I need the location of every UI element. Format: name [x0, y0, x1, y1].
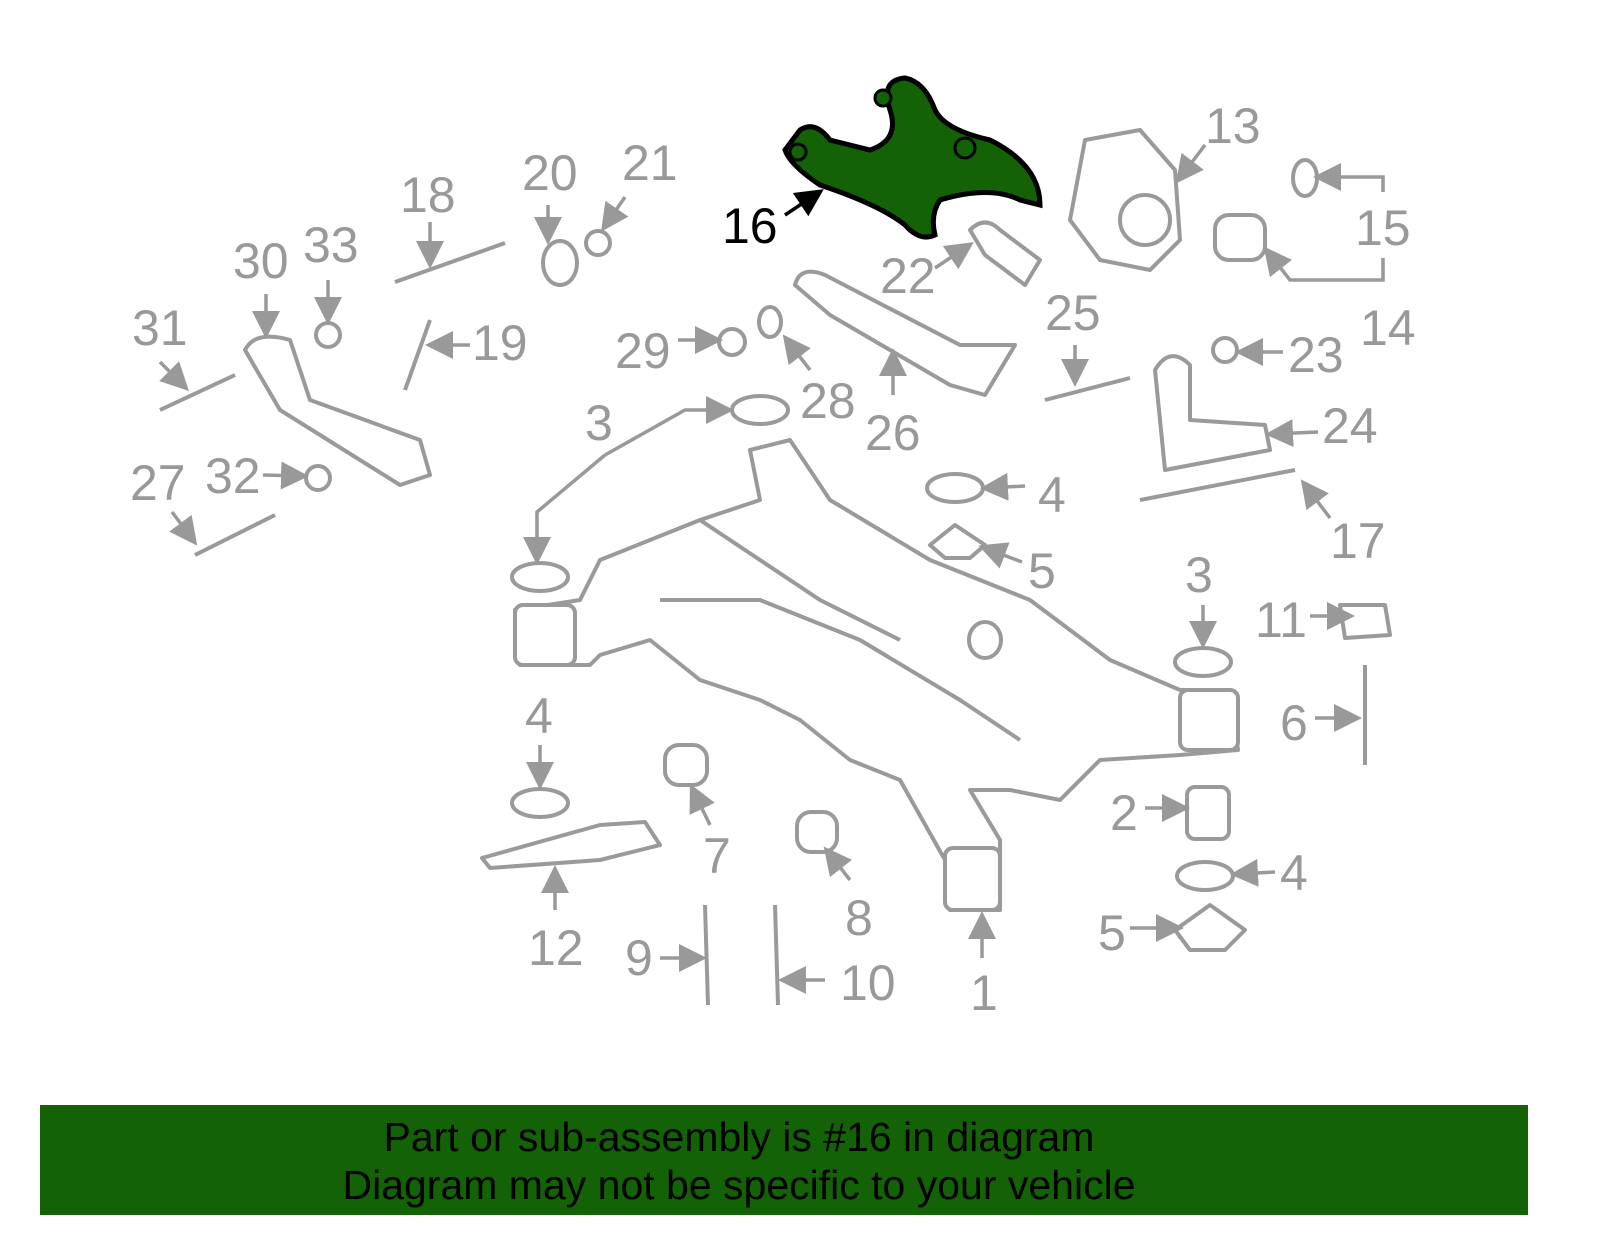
part-12-plate	[480, 820, 662, 870]
banner-line-2: Diagram may not be specific to your vehi…	[342, 1162, 1136, 1208]
part-5-mount-top	[928, 523, 987, 560]
part-30-arm	[243, 334, 432, 487]
callout-8[interactable]: 8	[845, 890, 873, 946]
part-13-hub	[1118, 193, 1172, 247]
callout-4-top[interactable]: 4	[1038, 467, 1066, 523]
callout-18[interactable]: 18	[400, 167, 456, 223]
part-26-link	[793, 269, 1017, 397]
callout-19[interactable]: 19	[472, 315, 528, 371]
part-25-bolt	[1044, 376, 1131, 402]
part-16-lower-control-arm[interactable]	[782, 75, 1043, 240]
part-23-nut	[1211, 336, 1239, 364]
callout-4-right[interactable]: 4	[1280, 845, 1308, 901]
part-20-washer	[541, 239, 579, 287]
part-3-ring-left	[510, 561, 570, 593]
part-5-mount-bottom	[1173, 903, 1247, 952]
part-19-bolt	[403, 319, 432, 391]
callout-28[interactable]: 28	[800, 373, 856, 429]
part-24-link	[1153, 354, 1272, 472]
callout-23[interactable]: 23	[1288, 327, 1344, 383]
part-27-bolt	[194, 513, 276, 557]
part-8-bushing	[795, 810, 839, 854]
part-9-bolt	[703, 904, 710, 1006]
callout-13[interactable]: 13	[1205, 98, 1261, 154]
callout-33[interactable]: 33	[303, 217, 359, 273]
callout-27[interactable]: 27	[130, 455, 186, 511]
callout-15[interactable]: 15	[1355, 200, 1411, 256]
part-4-ring-left	[510, 787, 570, 819]
part-3-ring-right	[1173, 646, 1233, 678]
part-32-nut	[304, 464, 332, 492]
callout-3-right[interactable]: 3	[1185, 547, 1213, 603]
leader-lines	[158, 143, 1385, 994]
part-22-link	[968, 220, 1042, 287]
part-1-subframe[interactable]	[513, 438, 1240, 912]
callout-16[interactable]: 16	[722, 198, 778, 254]
callout-24[interactable]: 24	[1322, 398, 1378, 454]
callout-2[interactable]: 2	[1110, 785, 1138, 841]
callout-25[interactable]: 25	[1045, 285, 1101, 341]
part-4-ring-right	[1175, 860, 1235, 892]
callout-26[interactable]: 26	[865, 405, 921, 461]
part-21-nut	[584, 229, 612, 257]
part-29-washer	[717, 327, 747, 357]
callout-5-bottom[interactable]: 5	[1098, 905, 1126, 961]
callout-4-left[interactable]: 4	[525, 688, 553, 744]
callout-11[interactable]: 11	[1255, 592, 1307, 648]
part-3-ring-top	[730, 394, 790, 426]
banner-line-1: Part or sub-assembly is #16 in diagram	[383, 1114, 1095, 1160]
callout-5-top[interactable]: 5	[1028, 543, 1056, 599]
callout-9[interactable]: 9	[625, 930, 653, 986]
part-28-ring	[757, 305, 783, 339]
callout-22[interactable]: 22	[880, 248, 936, 304]
part-14-bushing	[1213, 213, 1267, 262]
part-33-nut	[314, 321, 342, 349]
part-13-knuckle	[1068, 128, 1182, 272]
callout-12[interactable]: 12	[528, 920, 584, 976]
part-31-bolt	[159, 373, 236, 412]
callout-32[interactable]: 32	[205, 448, 261, 504]
callout-6[interactable]: 6	[1280, 695, 1308, 751]
callout-10[interactable]: 10	[840, 955, 896, 1011]
part-7-bushing	[663, 743, 709, 787]
parts-diagram: 16 13 15 14 18 20 21 30 33 31 19 29 28 2…	[130, 75, 1416, 1021]
callout-21[interactable]: 21	[622, 135, 678, 191]
callout-3-top[interactable]: 3	[585, 395, 613, 451]
part-4-ring-top	[925, 472, 985, 504]
callout-7[interactable]: 7	[703, 828, 731, 884]
part-11-nut	[1338, 603, 1392, 640]
callout-30[interactable]: 30	[233, 233, 289, 289]
callout-17[interactable]: 17	[1330, 513, 1386, 569]
part-15-ring	[1291, 158, 1319, 198]
part-10-bolt	[773, 904, 780, 1006]
part-17-bolt	[1139, 468, 1296, 502]
info-banner: Part or sub-assembly is #16 in diagram D…	[40, 1105, 1528, 1215]
callout-labels: 16 13 15 14 18 20 21 30 33 31 19 29 28 2…	[130, 98, 1416, 1021]
callout-1[interactable]: 1	[970, 965, 998, 1021]
callout-14[interactable]: 14	[1360, 300, 1416, 356]
part-18-bolt	[394, 241, 506, 284]
callout-31[interactable]: 31	[132, 300, 188, 356]
callout-20[interactable]: 20	[522, 145, 578, 201]
part-2-bushing	[1185, 785, 1231, 841]
callout-29[interactable]: 29	[615, 323, 671, 379]
